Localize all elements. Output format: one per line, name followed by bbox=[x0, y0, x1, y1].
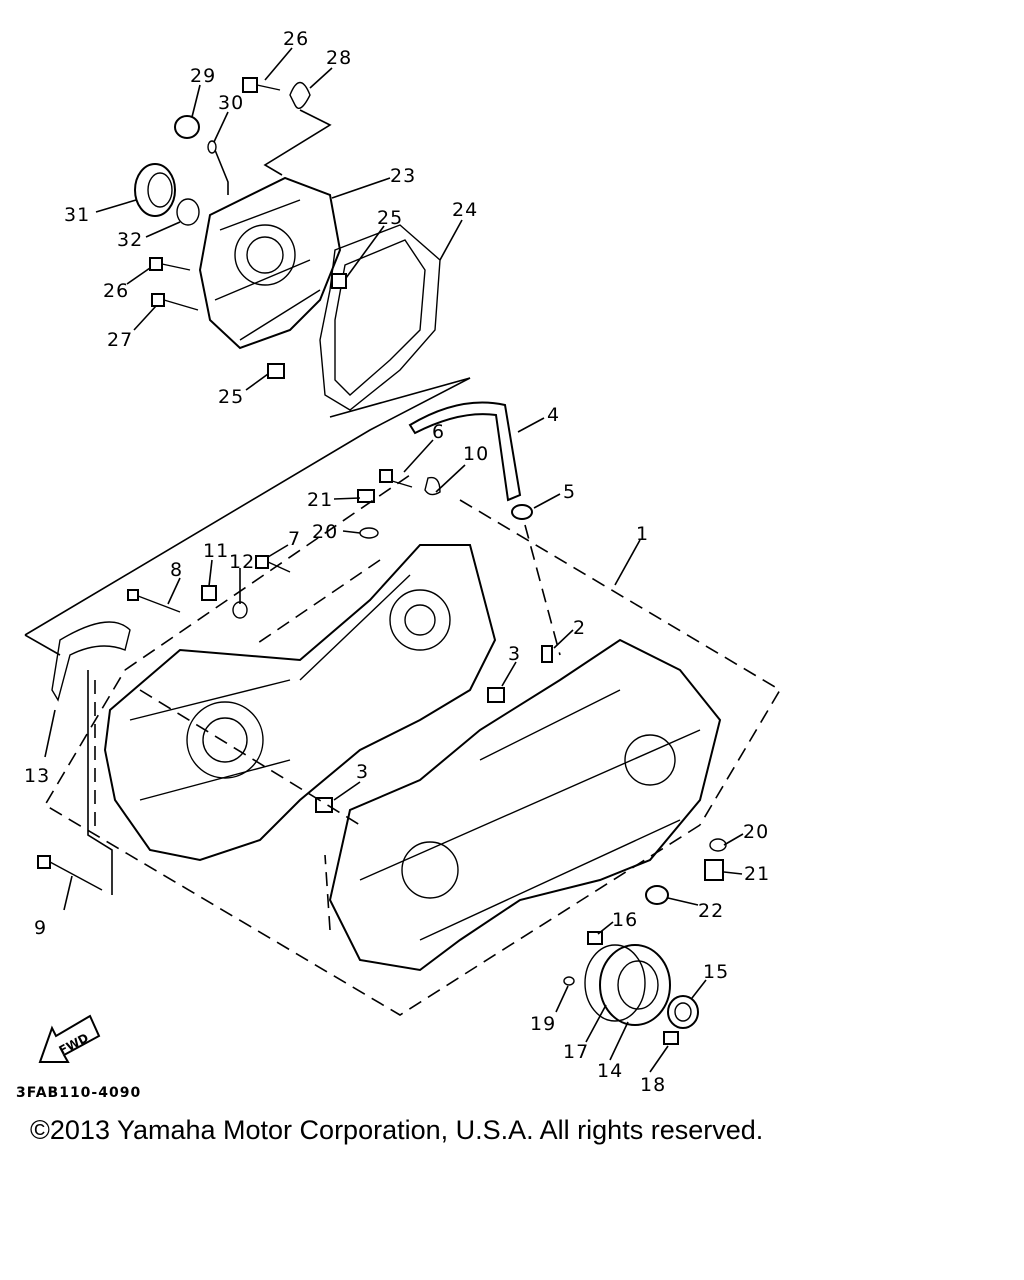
callout-16: 16 bbox=[612, 909, 638, 931]
callout-30: 30 bbox=[218, 92, 244, 114]
callout-21-top: 21 bbox=[307, 489, 333, 511]
callout-26-mid: 26 bbox=[103, 280, 129, 302]
nipple-2 bbox=[541, 645, 553, 663]
callout-19: 19 bbox=[530, 1013, 556, 1035]
callout-20-top: 20 bbox=[312, 521, 338, 543]
callout-5: 5 bbox=[563, 481, 576, 503]
callout-23: 23 bbox=[390, 165, 416, 187]
callout-20-bot: 20 bbox=[743, 821, 769, 843]
part-code: 3FAB110-4090 bbox=[16, 1085, 141, 1101]
callout-29: 29 bbox=[190, 65, 216, 87]
crankcase-cover bbox=[198, 176, 342, 350]
clamp bbox=[289, 81, 311, 109]
callout-31: 31 bbox=[64, 204, 90, 226]
callout-25-bot: 25 bbox=[218, 386, 244, 408]
callouts: 26 28 29 30 23 24 25 31 32 26 27 25 4 6 … bbox=[24, 28, 770, 1096]
strainer-cover bbox=[51, 621, 131, 702]
callout-3-bot: 3 bbox=[356, 761, 369, 783]
oil-seal bbox=[134, 163, 176, 217]
callout-18: 18 bbox=[640, 1074, 666, 1096]
callout-1: 1 bbox=[636, 523, 649, 545]
callout-13: 13 bbox=[24, 765, 50, 787]
callout-27: 27 bbox=[107, 329, 133, 351]
cover-gasket bbox=[319, 224, 441, 411]
callout-14: 14 bbox=[597, 1060, 623, 1082]
callout-21-bot: 21 bbox=[744, 863, 770, 885]
dowel-pin bbox=[331, 273, 347, 289]
callout-25-top: 25 bbox=[377, 207, 403, 229]
filter-assembly bbox=[563, 838, 727, 1045]
callout-7: 7 bbox=[288, 528, 301, 550]
callout-17: 17 bbox=[563, 1041, 589, 1063]
callout-22: 22 bbox=[698, 900, 724, 922]
callout-26-top: 26 bbox=[283, 28, 309, 50]
copyright-notice: ©2013 Yamaha Motor Corporation, U.S.A. A… bbox=[30, 1115, 764, 1145]
o-ring bbox=[176, 198, 200, 226]
callout-24: 24 bbox=[452, 199, 478, 221]
crankcase-right-half bbox=[328, 638, 722, 972]
callout-11: 11 bbox=[203, 540, 229, 562]
callout-2: 2 bbox=[573, 617, 586, 639]
cover-bolts bbox=[149, 77, 281, 311]
fwd-arrow: FWD bbox=[38, 1014, 101, 1063]
crankcase-left-half bbox=[103, 544, 497, 862]
callout-3-top: 3 bbox=[508, 643, 521, 665]
callout-28: 28 bbox=[326, 47, 352, 69]
callout-8: 8 bbox=[170, 559, 183, 581]
callout-15: 15 bbox=[703, 961, 729, 983]
callout-9: 9 bbox=[34, 917, 47, 939]
callout-32: 32 bbox=[117, 229, 143, 251]
breather-hose bbox=[408, 401, 522, 502]
dowel-pin-3 bbox=[487, 687, 505, 703]
plug bbox=[174, 115, 200, 139]
callout-4: 4 bbox=[547, 404, 560, 426]
callout-12: 12 bbox=[229, 551, 255, 573]
callout-6: 6 bbox=[432, 421, 445, 443]
callout-10: 10 bbox=[463, 443, 489, 465]
